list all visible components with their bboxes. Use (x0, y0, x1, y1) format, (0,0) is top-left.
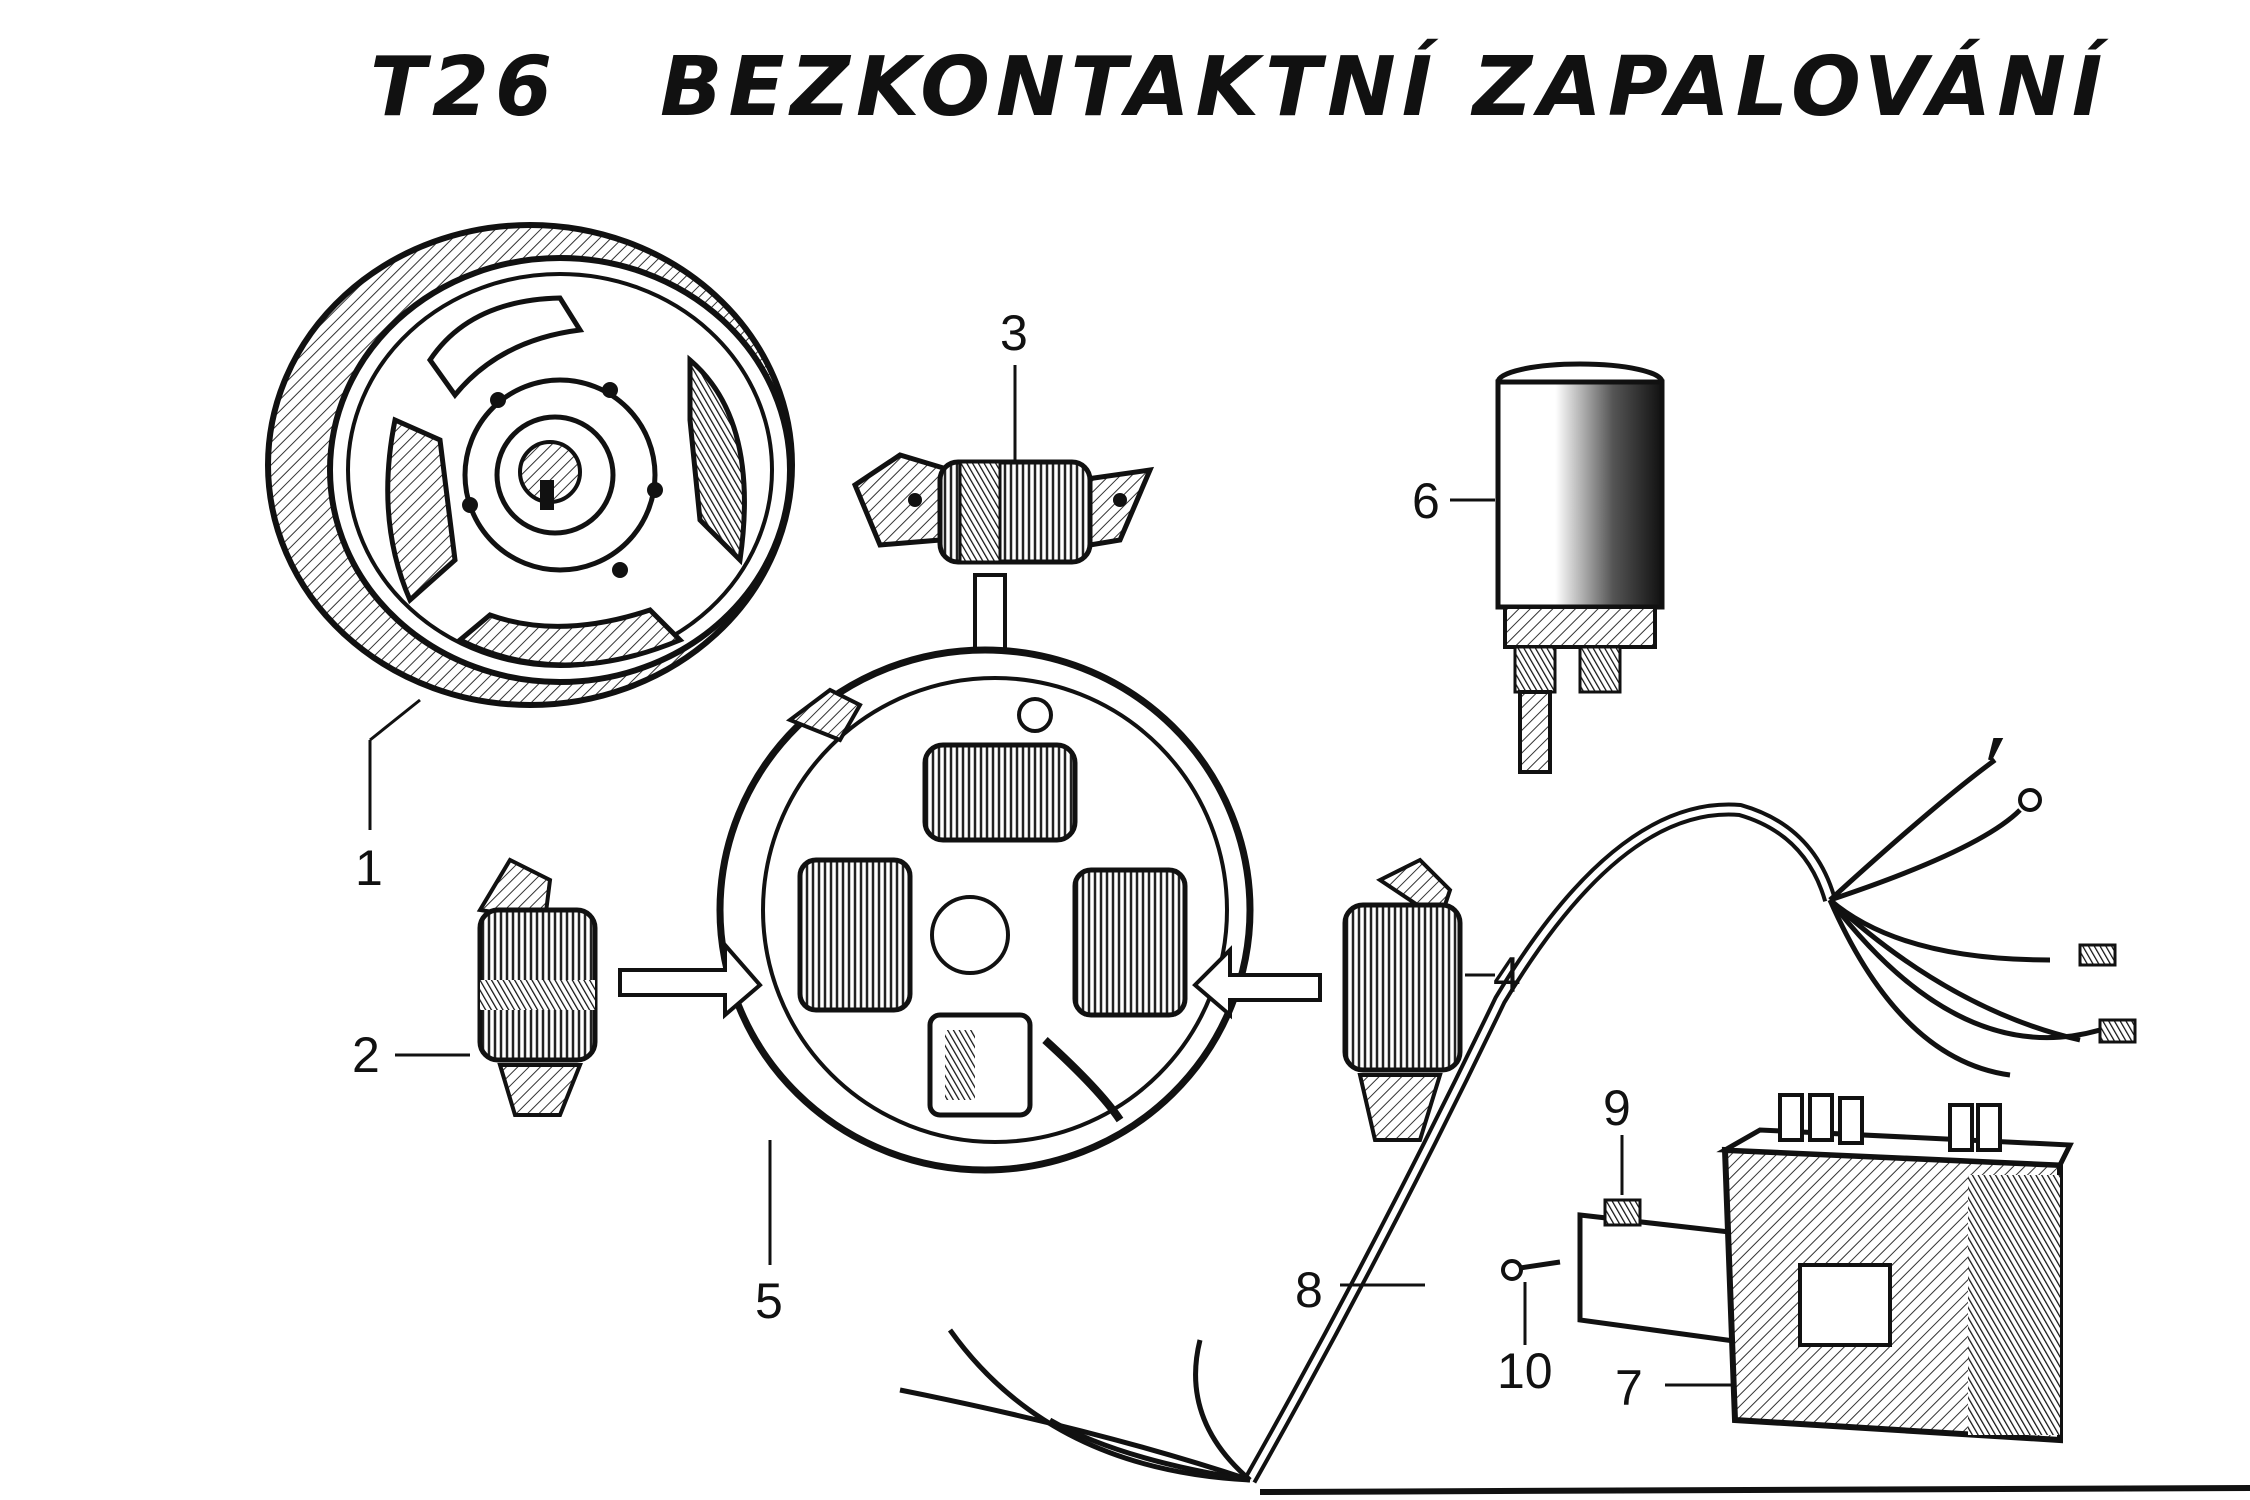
arrow-left (618, 939, 763, 1020)
arrow-right (1192, 945, 1322, 1020)
callout-5: 5 (755, 1273, 783, 1329)
coil-right (1342, 857, 1495, 1142)
callout-1: 1 (355, 840, 383, 896)
flywheel-rotor (265, 222, 795, 830)
coil-top (851, 365, 1155, 565)
callout-4: 4 (1493, 947, 1521, 1003)
wiring-harness (899, 738, 2137, 1484)
callout-3: 3 (1000, 305, 1028, 361)
callout-2: 2 (352, 1027, 380, 1083)
coil-left (395, 857, 598, 1117)
stator-base-plate (716, 646, 1254, 1265)
ignition-control-unit (1665, 1093, 2074, 1444)
title-text: BEZKONTAKTNÍ ZAPALOVÁNÍ (660, 40, 2109, 135)
bottom-rule (1259, 1485, 2250, 1495)
condenser (1450, 361, 1665, 774)
callout-9: 9 (1603, 1080, 1631, 1136)
title-model-code: T26 (370, 40, 559, 135)
callout-6: 6 (1412, 473, 1440, 529)
mounting-screw (1501, 1259, 1561, 1345)
callout-7: 7 (1615, 1360, 1643, 1416)
callout-8: 8 (1295, 1262, 1323, 1318)
callout-10: 10 (1497, 1343, 1553, 1399)
